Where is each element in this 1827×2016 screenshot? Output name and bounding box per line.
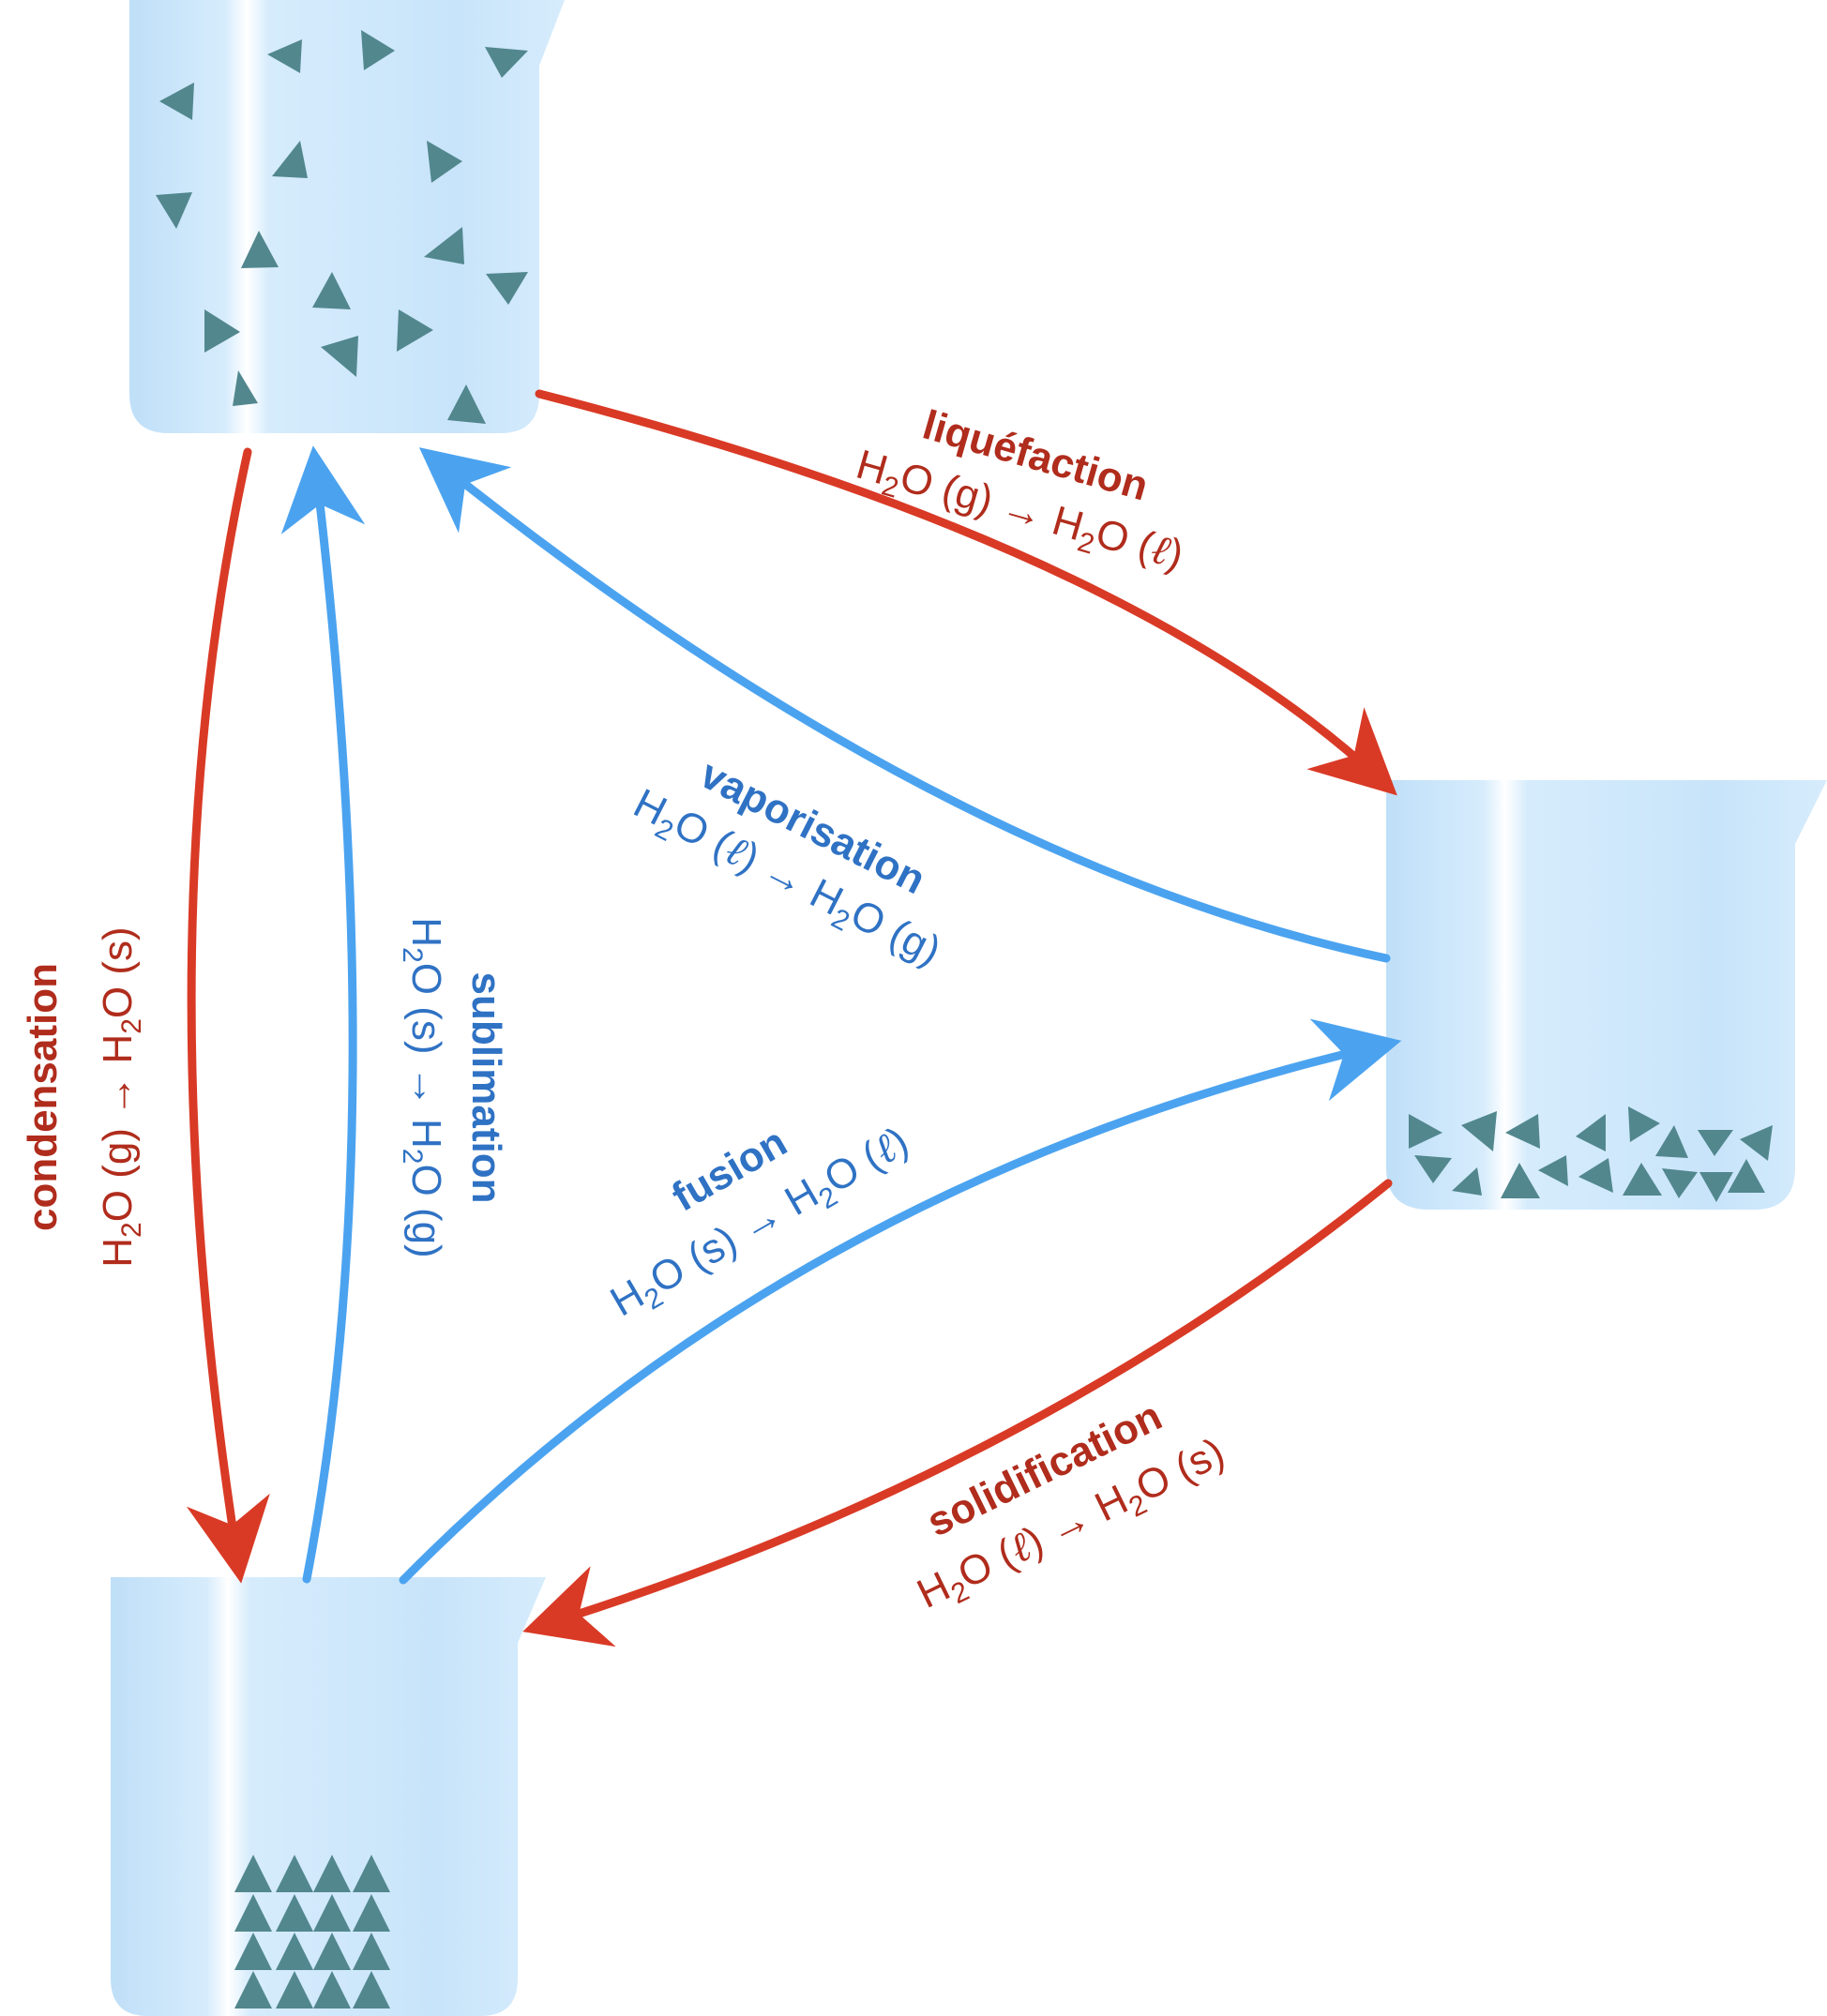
condensation-arrow — [186, 447, 270, 1584]
vaporisation-arrow — [418, 447, 1391, 963]
gas-particles — [156, 30, 528, 424]
liquefaction-arrow — [535, 389, 1397, 796]
condensation-name: condensation — [20, 963, 66, 1231]
condensation-label: condensation H2O (g) → H2O (s) — [20, 926, 147, 1267]
beaker-solid — [111, 1577, 546, 2016]
sublimation-label: sublimation H2O (s) → H2O (g) — [397, 917, 509, 1257]
fusion-label: fusion H2O (s) → H2O (ℓ) — [603, 1118, 916, 1325]
beaker-liquid — [1386, 780, 1827, 1210]
sublimation-arrow — [280, 445, 366, 1584]
solidification-arrow — [522, 1179, 1393, 1647]
vaporisation-label: vaporisation H2O (ℓ) → H2O (g) — [627, 751, 948, 974]
beaker-gas — [129, 0, 565, 433]
sublimation-equation: H2O (s) → H2O (g) — [397, 917, 449, 1257]
liquid-particles — [1409, 1106, 1773, 1202]
solidification-label: solidification H2O (ℓ) → H2O (s) — [910, 1392, 1231, 1617]
sublimation-name: sublimation — [463, 972, 509, 1204]
liquefaction-equation: H2O (g) → H2O (ℓ) — [850, 441, 1189, 585]
solid-particles — [234, 1855, 390, 2008]
fusion-arrow — [399, 1018, 1402, 1585]
condensation-equation: H2O (g) → H2O (s) — [95, 926, 147, 1267]
